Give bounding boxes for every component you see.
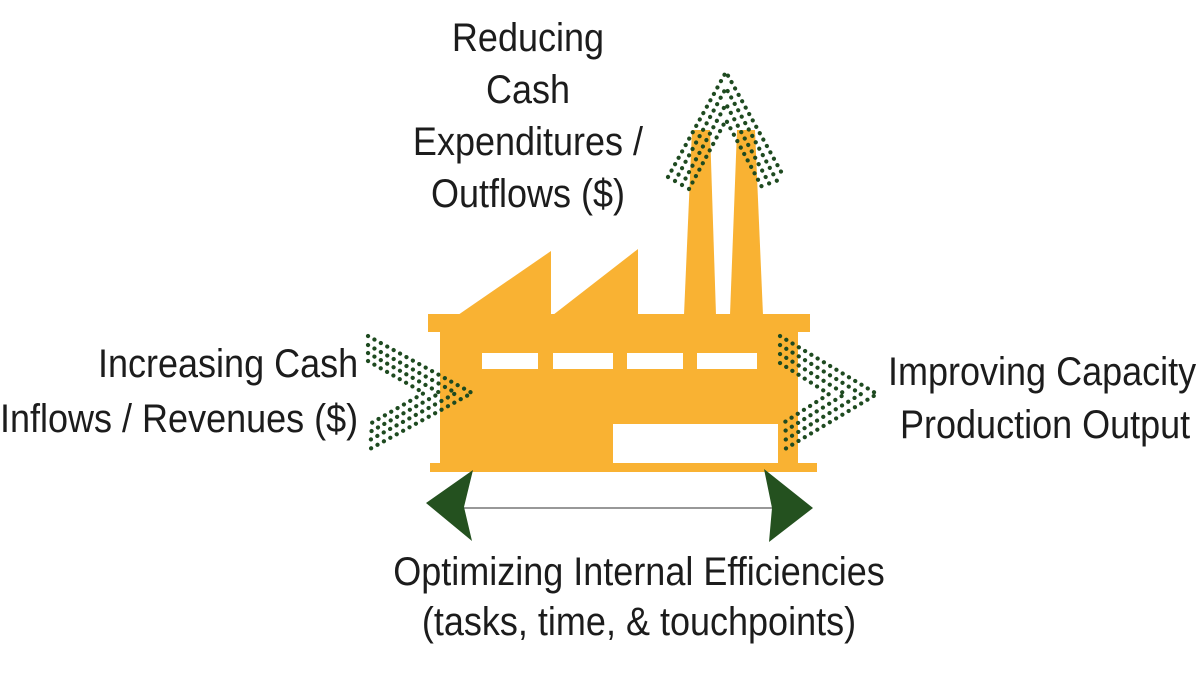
right-label-line: Improving Capacity xyxy=(888,350,1197,394)
top-label: Reducing Cash Expenditures / Outflows ($… xyxy=(303,12,753,220)
top-label-line: Expenditures / xyxy=(412,120,644,164)
left-label-line: Inflows / Revenues ($) xyxy=(0,397,359,441)
arrowhead-right xyxy=(764,469,813,542)
factory-windows xyxy=(482,353,778,463)
right-label-line: Production Output ( xyxy=(900,403,1200,447)
arrowhead-left xyxy=(426,470,473,541)
dotted-chevron-right-icon xyxy=(777,333,882,455)
bottom-label-line: (tasks, time, & touchpoints) xyxy=(421,600,857,644)
dotted-chevron-right-icon xyxy=(365,333,477,453)
dotted-chevron-up-icon xyxy=(665,67,787,192)
top-label-line: Reducing xyxy=(451,16,605,60)
top-label-line: Outflows ($) xyxy=(430,172,626,216)
left-label-line: Increasing Cash xyxy=(98,342,359,386)
double-headed-arrow-icon xyxy=(426,469,813,542)
bottom-label-line: Optimizing Internal Efficiencies xyxy=(393,550,885,594)
bottom-label: Optimizing Internal Efficiencies (tasks,… xyxy=(369,547,909,647)
top-label-line: Cash xyxy=(485,68,571,112)
factory-door xyxy=(613,424,778,463)
